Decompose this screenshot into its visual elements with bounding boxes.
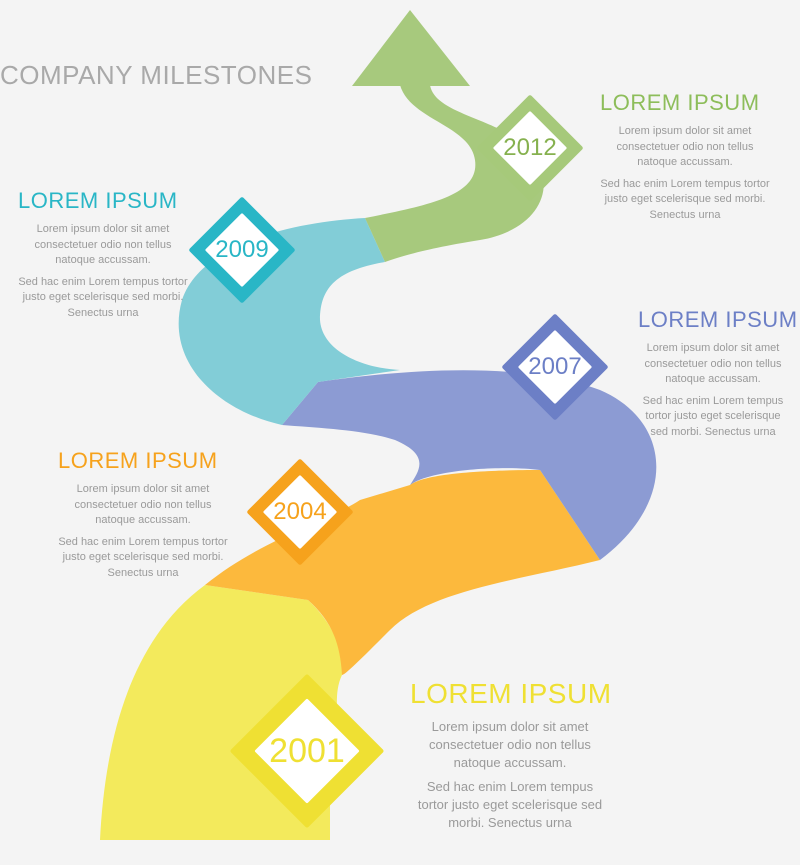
milestone-heading: LOREM IPSUM [638, 307, 798, 332]
milestone-2009-text: LOREM IPSUM Lorem ipsum dolor sit amet c… [18, 188, 218, 327]
page-title: COMPANY MILESTONES [0, 60, 313, 90]
milestone-year: 2012 [503, 134, 557, 161]
milestone-2007-text: LOREM IPSUM Lorem ipsum dolor sit amet c… [638, 307, 800, 446]
milestone-heading: LOREM IPSUM [58, 448, 218, 473]
milestone-2012-diamond: 2012 [476, 94, 584, 202]
milestone-body: Lorem ipsum dolor sit amet consectetuer … [600, 124, 770, 223]
road-segment-blue [282, 370, 657, 560]
milestone-2001-text: LOREM IPSUM Lorem ipsum dolor sit amet c… [410, 678, 612, 838]
milestone-body: Lorem ipsum dolor sit amet consectetuer … [638, 341, 788, 440]
milestone-body: Lorem ipsum dolor sit amet consectetuer … [58, 482, 228, 581]
milestone-body-line2: Sed hac enim Lorem tempus tortor justo e… [600, 177, 770, 221]
milestone-heading: LOREM IPSUM [410, 678, 612, 709]
milestone-year: 2001 [269, 731, 345, 770]
milestone-2007-diamond: 2007 [501, 313, 609, 421]
milestone-body-line1: Lorem ipsum dolor sit amet consectetuer … [74, 483, 212, 526]
milestone-body: Lorem ipsum dolor sit amet consectetuer … [410, 718, 610, 832]
milestone-body-line2: Sed hac enim Lorem tempus tortor justo e… [417, 779, 603, 830]
road-segment-orange [205, 470, 600, 675]
milestone-year: 2004 [273, 498, 327, 525]
milestone-2004-text: LOREM IPSUM Lorem ipsum dolor sit amet c… [58, 448, 258, 587]
milestone-2009-diamond: 2009 [188, 196, 296, 304]
milestone-2012-text: LOREM IPSUM Lorem ipsum dolor sit amet c… [600, 90, 800, 229]
milestone-body-line1: Lorem ipsum dolor sit amet consectetuer … [34, 223, 172, 266]
milestone-body-line1: Lorem ipsum dolor sit amet consectetuer … [616, 125, 754, 168]
milestone-body-line2: Sed hac enim Lorem tempus tortor justo e… [18, 275, 188, 319]
milestone-2004-diamond: 2004 [246, 458, 354, 566]
milestone-body-line2: Sed hac enim Lorem tempus tortor justo e… [58, 535, 228, 579]
milestone-heading: LOREM IPSUM [18, 188, 178, 213]
milestone-body: Lorem ipsum dolor sit amet consectetuer … [18, 222, 188, 321]
milestone-body-line1: Lorem ipsum dolor sit amet consectetuer … [644, 342, 782, 385]
milestone-heading: LOREM IPSUM [600, 90, 760, 115]
milestone-year: 2009 [215, 236, 269, 263]
milestone-body-line2: Sed hac enim Lorem tempus tortor justo e… [642, 394, 784, 438]
milestone-year: 2007 [528, 353, 582, 380]
milestone-body-line1: Lorem ipsum dolor sit amet consectetuer … [429, 719, 591, 770]
milestone-2001-diamond: 2001 [229, 673, 385, 829]
arrow-head [352, 10, 470, 86]
